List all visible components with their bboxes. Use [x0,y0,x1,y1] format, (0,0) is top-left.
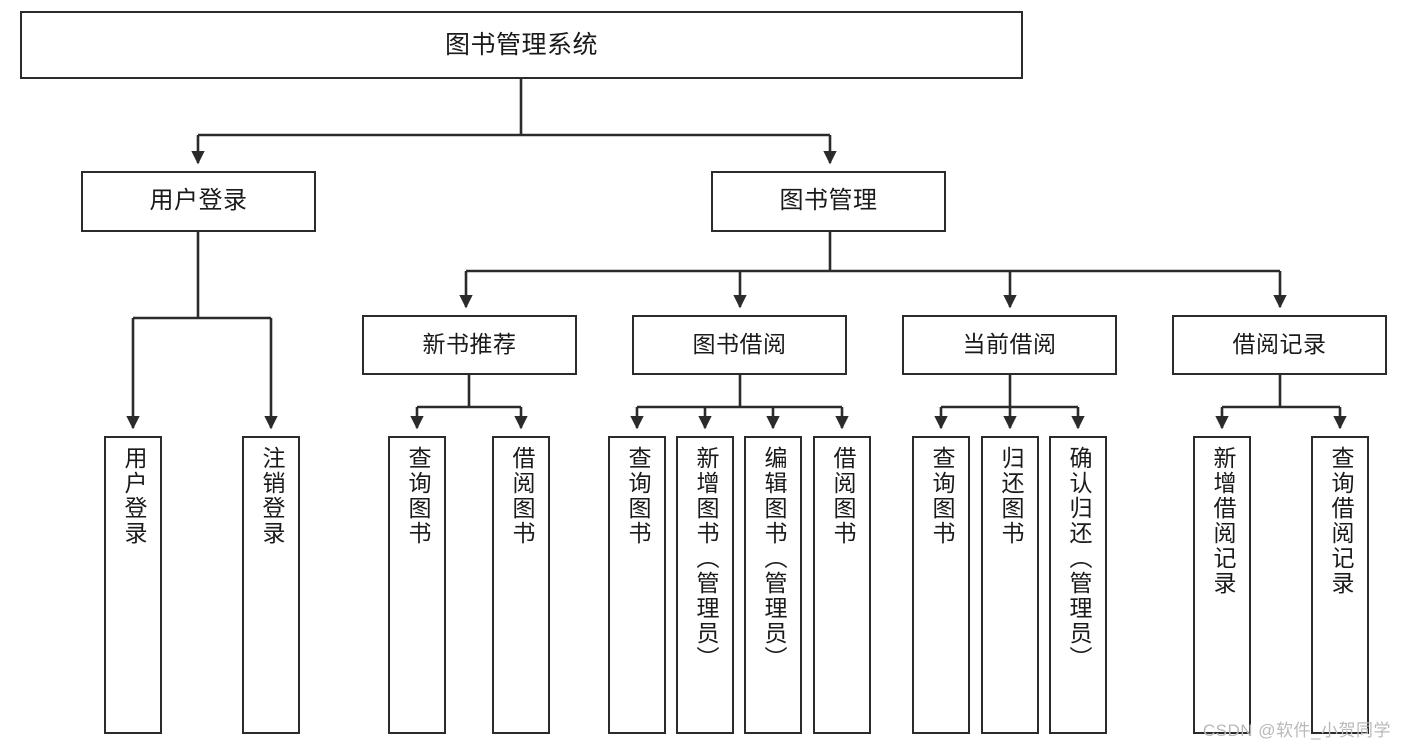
leaf-query-record[interactable]: 查询借阅记录 [1311,436,1369,734]
leaf-edit-book[interactable]: 编辑图书（管理员） [744,436,802,734]
leaf-logout-login-label: 注销登录 [258,446,285,546]
node-book-manage[interactable]: 图书管理 [711,171,946,232]
node-book-borrow-label: 图书借阅 [692,331,787,358]
leaf-logout-login[interactable]: 注销登录 [242,436,300,734]
node-current-borrow-label: 当前借阅 [962,331,1057,358]
leaf-query-record-label: 查询借阅记录 [1327,446,1354,596]
leaf-add-book-label: 新增图书（管理员） [692,446,719,671]
node-borrow-record[interactable]: 借阅记录 [1172,315,1387,375]
node-book-borrow[interactable]: 图书借阅 [632,315,847,375]
node-current-borrow[interactable]: 当前借阅 [902,315,1117,375]
leaf-add-record[interactable]: 新增借阅记录 [1193,436,1251,734]
leaf-query-book-2-label: 查询图书 [624,446,651,546]
leaf-user-login-label: 用户登录 [120,446,147,546]
node-root-label: 图书管理系统 [444,31,598,59]
node-new-book-recommend-label: 新书推荐 [422,331,517,358]
leaf-return-book-label: 归还图书 [997,446,1024,546]
node-borrow-record-label: 借阅记录 [1232,331,1327,358]
leaf-query-book-3-label: 查询图书 [928,446,955,546]
leaf-borrow-book-2[interactable]: 借阅图书 [813,436,871,734]
leaf-borrow-book-2-label: 借阅图书 [829,446,856,546]
node-user-login-label: 用户登录 [149,187,248,215]
leaf-borrow-book-1[interactable]: 借阅图书 [492,436,550,734]
leaf-add-record-label: 新增借阅记录 [1209,446,1236,596]
leaf-confirm-return-label: 确认归还（管理员） [1065,446,1092,671]
leaf-confirm-return[interactable]: 确认归还（管理员） [1049,436,1107,734]
leaf-return-book[interactable]: 归还图书 [981,436,1039,734]
leaf-edit-book-label: 编辑图书（管理员） [760,446,787,671]
watermark: CSDN @软件_小贺同学 [1202,721,1391,740]
node-root[interactable]: 图书管理系统 [20,11,1023,79]
leaf-query-book-1[interactable]: 查询图书 [388,436,446,734]
leaf-add-book[interactable]: 新增图书（管理员） [676,436,734,734]
node-book-manage-label: 图书管理 [779,187,878,215]
leaf-query-book-3[interactable]: 查询图书 [912,436,970,734]
node-user-login[interactable]: 用户登录 [81,171,316,232]
leaf-query-book-2[interactable]: 查询图书 [608,436,666,734]
leaf-borrow-book-1-label: 借阅图书 [508,446,535,546]
leaf-query-book-1-label: 查询图书 [404,446,431,546]
leaf-user-login[interactable]: 用户登录 [104,436,162,734]
node-new-book-recommend[interactable]: 新书推荐 [362,315,577,375]
